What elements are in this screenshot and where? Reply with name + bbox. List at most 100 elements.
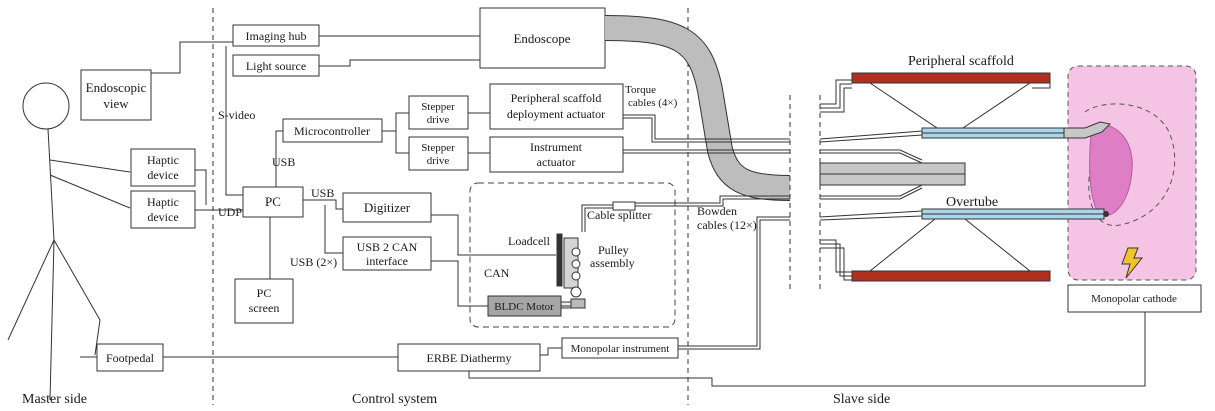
instrument-actuator-line2: actuator	[537, 155, 576, 169]
scaffold-top	[851, 72, 1051, 84]
loadcell-bar	[556, 233, 563, 287]
motor-coupler	[570, 298, 586, 309]
instrument-actuator-line1: Instrument	[530, 140, 583, 154]
operator-arm-1	[49, 159, 131, 173]
torque-cables-line1: Torque	[625, 84, 656, 96]
wire-view-hub	[151, 41, 233, 74]
cable-splitter-label: Cable splitter	[587, 208, 651, 222]
label-slave-side: Slave side	[833, 392, 890, 407]
digitizer-label: Digitizer	[364, 200, 411, 215]
haptic-device-1-line2: device	[147, 168, 178, 182]
instrument-actuator-box	[489, 136, 624, 173]
wire-pc-digitizer	[303, 199, 343, 210]
usb-micro-label: USB	[272, 155, 295, 169]
microcontroller-label: Microcontroller	[294, 124, 370, 138]
wire-erbe-mono	[540, 347, 562, 356]
scaffold-bottom	[851, 270, 1051, 282]
wire-micro-steppers	[382, 112, 409, 154]
operator-front-leg	[53, 239, 101, 356]
endoscope-box	[479, 7, 606, 69]
pc-label: PC	[265, 194, 281, 209]
usb-can-line2: interface	[366, 254, 408, 268]
operator-arm-2	[49, 174, 131, 209]
pulley-assembly-line1: Pulley	[598, 243, 629, 257]
monopolar-cathode-label: Monopolar cathode	[1091, 293, 1177, 305]
connection-wires	[80, 35, 1146, 387]
haptic-device-1-line1: Haptic	[147, 153, 179, 167]
scaffold-actuator-line1: Peripheral scaffold	[511, 91, 602, 105]
operator-body	[47, 128, 55, 401]
bowden-cables-line1: Bowden	[697, 204, 737, 218]
usb-2x-label: USB (2×)	[290, 255, 337, 269]
erbe-box	[397, 343, 541, 372]
slave-device	[819, 65, 1197, 282]
stepper-drive-1-line1: Stepper	[421, 101, 455, 113]
pc-screen-line1: PC	[257, 286, 272, 300]
lightning-bolt-icon	[1121, 247, 1144, 279]
udp-label: UDP	[218, 205, 242, 219]
pulley-assembly-line2: assembly	[590, 256, 635, 270]
operator-back-leg	[7, 239, 55, 341]
endoscopic-view-line2: view	[103, 96, 129, 111]
digitizer-box	[342, 192, 432, 223]
imaging-hub-label: Imaging hub	[246, 29, 307, 43]
haptic-device-2-line2: device	[147, 210, 178, 224]
torque-cables-line2: cables (4×)	[628, 97, 678, 109]
wire-erbe-cathode	[468, 312, 1146, 387]
monopolar-cathode-box	[1067, 284, 1202, 313]
footpedal-label: Footpedal	[106, 351, 155, 365]
wire-svideo	[225, 46, 243, 196]
motor-shaft	[560, 301, 572, 309]
haptic-device-2-box	[130, 190, 196, 229]
endoscopic-view-line1: Endoscopic	[86, 80, 147, 95]
cable-splitter-body	[612, 201, 636, 211]
pulley-wheel-2	[571, 259, 581, 269]
stepper-drive-1-line2: drive	[427, 114, 450, 126]
drive-module-enclosure	[469, 182, 676, 328]
can-label: CAN	[484, 266, 510, 280]
label-master-side: Master side	[22, 392, 87, 407]
wire-usbcan-motor	[431, 260, 488, 307]
monopolar-instrument-label: Monopolar instrument	[571, 343, 670, 355]
pulley-wheel-1	[571, 247, 581, 257]
pc-screen-line2: screen	[249, 301, 280, 315]
stepper-drive-2-line1: Stepper	[421, 142, 455, 154]
monopolar-cable	[678, 216, 790, 350]
operator-head	[22, 82, 70, 130]
endoscope-label: Endoscope	[513, 31, 570, 46]
wire-pc-usbcan	[324, 205, 343, 254]
lesion	[1089, 123, 1133, 217]
peripheral-scaffold-label: Peripheral scaffold	[908, 54, 1014, 69]
grasper-tip	[1063, 121, 1112, 139]
bldc-motor-label: BLDC Motor	[494, 301, 554, 313]
footpedal-box	[96, 343, 164, 372]
scaffold-actuator-box	[489, 83, 624, 130]
stepper-drive-2-line2: drive	[427, 155, 450, 167]
usb-pc-label: USB	[311, 186, 334, 200]
bowden-cables-line2: cables (12×)	[697, 218, 757, 232]
wire-pc-micro	[275, 130, 283, 187]
pc-box	[242, 186, 304, 218]
loadcell-label: Loadcell	[508, 234, 551, 248]
overtube-label: Overtube	[946, 195, 998, 210]
haptic-device-1-box	[130, 148, 196, 187]
endoscopic-view-box	[80, 69, 152, 121]
scaffold-actuator-line2: deployment actuator	[507, 107, 605, 121]
wire-light-endoscope	[319, 59, 480, 67]
haptic-device-2-line1: Haptic	[147, 195, 179, 209]
s-video-label: S-video	[218, 108, 255, 122]
cautery-tip	[1103, 211, 1109, 217]
operator-figure	[7, 82, 131, 401]
usb-can-line1: USB 2 CAN	[357, 240, 418, 254]
light-source-label: Light source	[246, 59, 306, 73]
stepper-drive-2-box	[408, 136, 469, 171]
wire-haptic1	[195, 169, 207, 205]
endoscope-tube-fill	[604, 16, 791, 200]
wire-digitizer-loadcell	[431, 214, 556, 256]
scaffold-struts	[869, 78, 1051, 272]
pulley-wheel-3	[571, 271, 581, 281]
slave-cables	[819, 79, 923, 281]
bowden-cable-bundle	[581, 195, 790, 232]
erbe-label: ERBE Diathermy	[427, 351, 512, 365]
